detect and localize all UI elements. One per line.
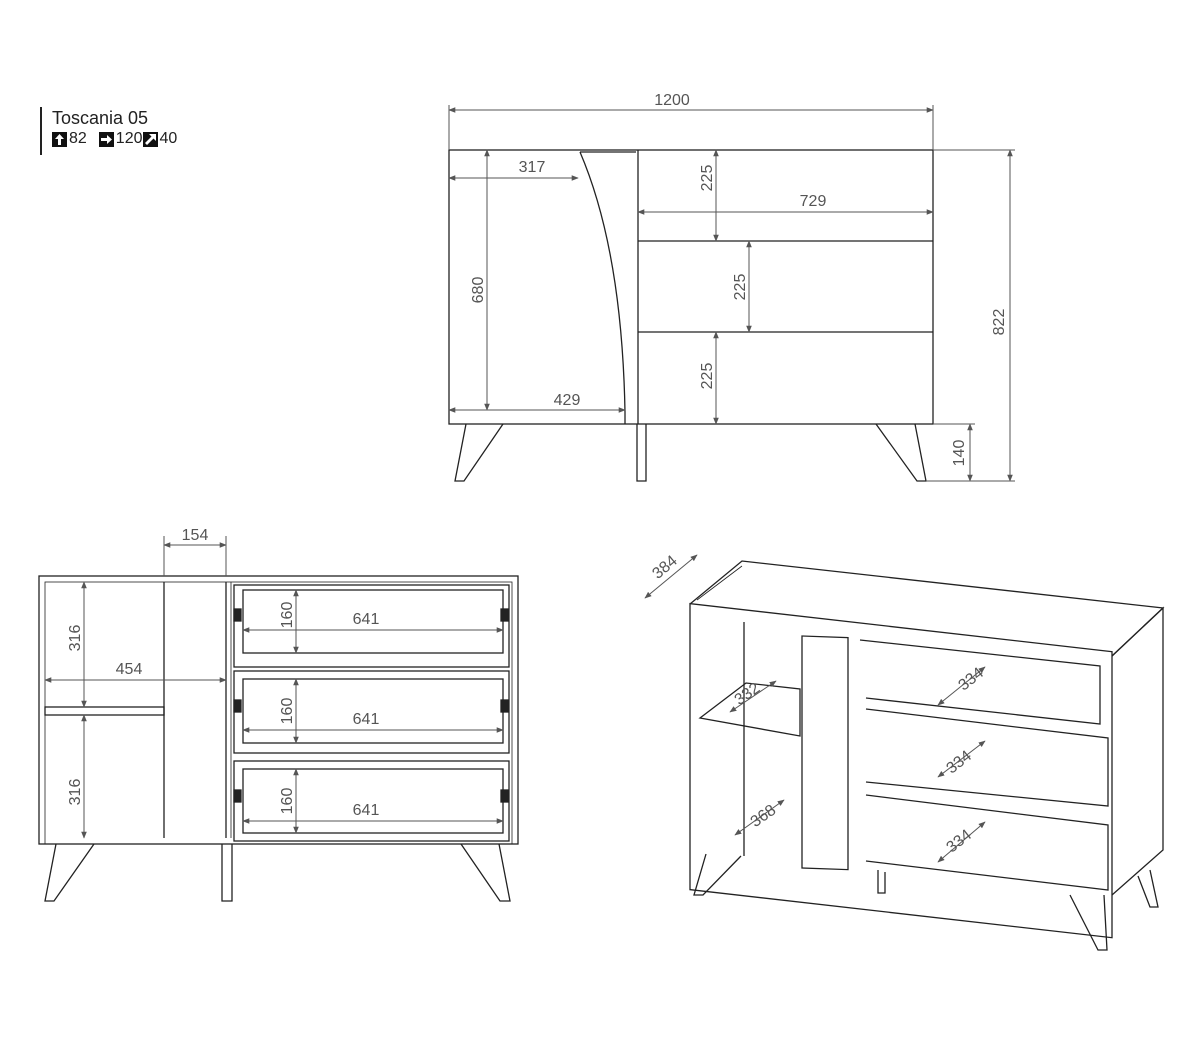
dim-drawer-depth-3: 334	[943, 826, 975, 856]
shelf	[44, 706, 165, 716]
arrow-right-icon	[98, 131, 114, 147]
dim-compartment-top: 316	[67, 625, 84, 652]
dim-opening-bottom: 429	[554, 392, 581, 409]
door-curve	[579, 151, 626, 413]
dim-depth: 384	[649, 552, 680, 582]
dim-drawer-height-1: 225	[699, 165, 716, 192]
spec-depth: 40	[159, 130, 178, 147]
dim-drawer-inner-height-3: 160	[279, 788, 296, 815]
dim-bottom-depth: 368	[748, 802, 780, 831]
side-panel	[1111, 606, 1164, 896]
dim-divider-width: 154	[182, 527, 209, 544]
open-dimension-labels: 154 316 454 316 160 641 160 641 160 641	[67, 527, 379, 819]
leg-middle	[636, 424, 647, 482]
dim-drawer-inner-width-1: 641	[353, 611, 380, 628]
dim-drawer-inner-height-1: 160	[279, 602, 296, 629]
dim-width: 1200	[654, 92, 690, 109]
perspective-front	[689, 602, 1113, 939]
spec-width: 120	[115, 130, 143, 147]
product-title: Toscania 05	[52, 108, 149, 128]
perspective-dimensions	[644, 554, 986, 863]
dim-door-height: 680	[470, 277, 487, 304]
dim-drawer-width: 729	[800, 193, 827, 210]
dim-compartment-bottom: 316	[67, 779, 84, 806]
arrow-up-icon	[52, 131, 67, 147]
dim-drawer-inner-width-3: 641	[353, 802, 380, 819]
dim-drawer-inner-width-2: 641	[353, 711, 380, 728]
front-dimensions	[448, 105, 1015, 482]
open-leg-middle	[221, 844, 233, 902]
dim-drawer-height-2: 225	[732, 274, 749, 301]
leg-left	[454, 423, 504, 482]
dim-drawer-height-3: 225	[699, 363, 716, 390]
top-panel	[689, 560, 1165, 657]
persp-drawer-1	[859, 639, 1101, 725]
persp-divider	[801, 635, 849, 871]
open-drawers	[233, 584, 510, 842]
persp-leg-back	[1137, 869, 1159, 908]
arrow-diagonal-icon	[142, 131, 158, 147]
dim-leg-height: 140	[951, 440, 968, 467]
dim-shelf-width: 454	[116, 661, 143, 678]
product-specs: 82 120 40	[52, 129, 177, 149]
persp-leg-left	[693, 853, 742, 896]
dim-drawer-inner-height-2: 160	[279, 698, 296, 725]
spec-height: 82	[69, 130, 87, 147]
persp-leg-right	[1069, 894, 1108, 951]
cabinet-outline	[448, 149, 934, 425]
persp-drawer-3	[865, 794, 1109, 891]
open-dimensions	[44, 536, 504, 839]
open-leg-left	[44, 843, 95, 902]
dim-opening-top: 317	[519, 159, 546, 176]
open-leg-right	[460, 843, 511, 902]
open-view	[38, 575, 519, 902]
product-header: Toscania 05 82 120 40	[40, 107, 177, 155]
persp-leg-middle	[877, 870, 886, 894]
perspective-view	[689, 560, 1165, 951]
front-view	[448, 149, 934, 482]
front-dimension-labels: 1200 317 680 429 225 729 225 225 822 140	[470, 92, 1008, 466]
leg-right	[875, 423, 927, 482]
persp-drawer-2	[865, 708, 1109, 807]
dim-total-height: 822	[991, 309, 1008, 336]
